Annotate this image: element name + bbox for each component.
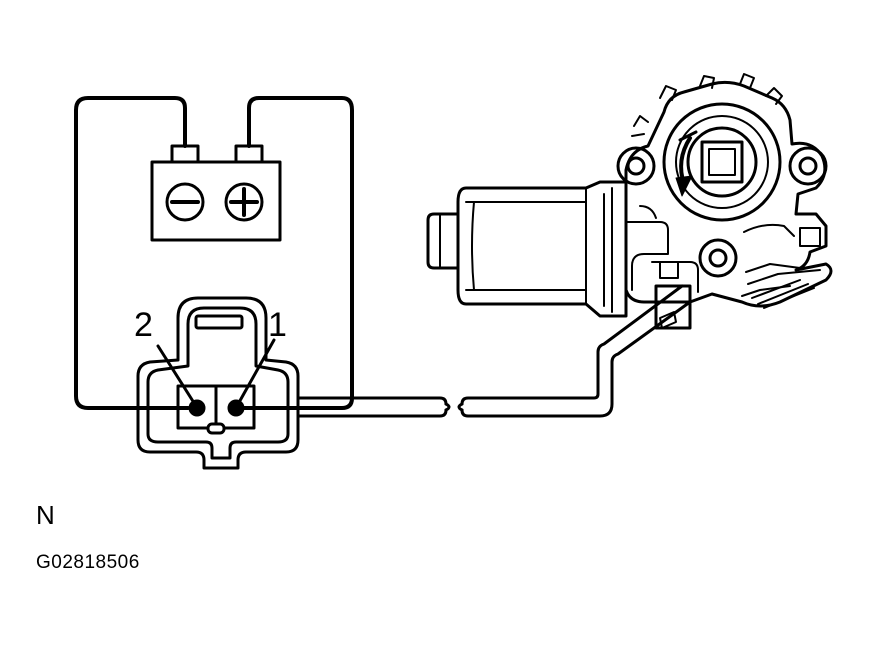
pin-1-label: 1	[268, 306, 287, 344]
pin-2-label: 2	[134, 306, 153, 344]
negative-terminal-icon	[165, 182, 205, 222]
battery-icon	[150, 144, 282, 242]
positive-terminal-icon	[224, 182, 264, 222]
window-regulator-motor-icon	[426, 73, 833, 330]
harness-cable	[296, 284, 692, 418]
pin-leader-lines	[156, 338, 276, 408]
jumper-wires	[74, 96, 354, 410]
connector-icon	[136, 296, 300, 470]
view-letter: N	[36, 500, 55, 530]
figure-code: G02818506	[36, 552, 140, 573]
rotation-arrow-icon	[675, 130, 698, 197]
